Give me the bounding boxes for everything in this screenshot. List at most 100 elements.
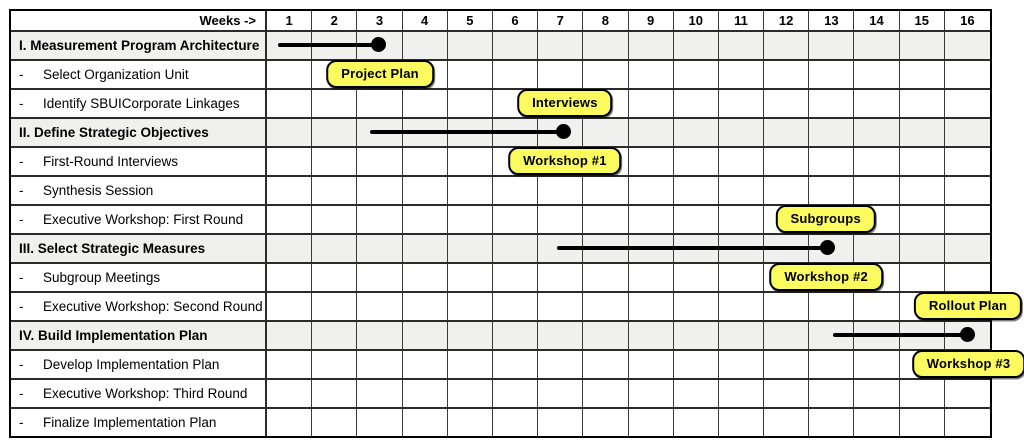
grid-cell [538, 206, 584, 233]
week-header-cell: 1 [267, 11, 313, 30]
row-label: I. Measurement Program Architecture [19, 38, 260, 53]
grid-cell [493, 322, 539, 349]
grid-cell [493, 409, 539, 436]
row-label-cell: -Select Organization Unit [11, 61, 267, 88]
week-header-cell: 13 [809, 11, 855, 30]
grid-cell [403, 90, 448, 117]
row-label: Identify SBUICorporate Linkages [43, 96, 240, 111]
task-row: -Executive Workshop: First Round [11, 204, 990, 233]
task-row: -Subgroup Meetings [11, 262, 990, 291]
grid-cell [719, 235, 765, 262]
task-row: -Select Organization Unit [11, 59, 990, 88]
grid-cell [448, 119, 493, 146]
grid-cell [357, 322, 403, 349]
grid-cell [900, 380, 945, 407]
week-header-cell: 12 [764, 11, 810, 30]
task-dash: - [19, 270, 24, 285]
grid-cell [538, 409, 584, 436]
row-label-cell: -Executive Workshop: Third Round [11, 380, 267, 407]
grid-cell [809, 235, 855, 262]
grid-cell [448, 322, 493, 349]
grid-cell [493, 206, 539, 233]
grid-cell [629, 177, 674, 204]
grid-cell [719, 293, 765, 320]
grid-cell [945, 90, 990, 117]
grid-cell [719, 148, 765, 175]
task-row: - Identify SBUICorporate Linkages [11, 88, 990, 117]
grid-cell [764, 119, 810, 146]
row-label-cell: -Executive Workshop: First Round [11, 206, 267, 233]
grid-cell [764, 409, 810, 436]
task-dash: - [19, 299, 24, 314]
grid-cell [764, 206, 810, 233]
grid-cell [629, 119, 674, 146]
grid-cell [583, 322, 629, 349]
grid-cell [583, 235, 629, 262]
grid-cell [538, 322, 584, 349]
row-label: Finalize Implementation Plan [43, 415, 217, 430]
phase-row: III. Select Strategic Measures [11, 233, 990, 262]
row-label: Synthesis Session [43, 183, 154, 198]
grid-cell [448, 293, 493, 320]
grid-cell [945, 380, 990, 407]
grid-cell [583, 61, 629, 88]
grid-cell [764, 148, 810, 175]
grid-cell [674, 409, 719, 436]
grid-cell [583, 380, 629, 407]
grid-cell [267, 119, 313, 146]
grid-cell [357, 148, 403, 175]
grid-cell [809, 148, 855, 175]
grid-cell [764, 293, 810, 320]
grid-cell [493, 380, 539, 407]
grid-cell [583, 264, 629, 291]
week-header-cell: 3 [357, 11, 403, 30]
grid-cell [945, 148, 990, 175]
grid-cell [674, 351, 719, 378]
task-dash: - [19, 357, 24, 372]
grid-cell [403, 293, 448, 320]
grid-cell [403, 322, 448, 349]
grid-cell [854, 32, 900, 59]
grid-cell [403, 235, 448, 262]
row-label-cell: - Finalize Implementation Plan [11, 409, 267, 436]
grid-cell [945, 235, 990, 262]
grid-cell [493, 264, 539, 291]
grid-cell [357, 351, 403, 378]
grid-cell [538, 90, 584, 117]
grid-cell [854, 119, 900, 146]
task-dash: - [19, 96, 24, 111]
grid-cell [267, 32, 313, 59]
grid-cell [312, 264, 358, 291]
grid-cell [493, 61, 539, 88]
grid-cell [538, 235, 584, 262]
grid-cell [900, 235, 945, 262]
grid-cell [538, 177, 584, 204]
grid-cell [674, 206, 719, 233]
grid-cell [900, 32, 945, 59]
week-header-cell: 10 [674, 11, 719, 30]
grid-cell [809, 206, 855, 233]
weeks-axis-label: Weeks -> [11, 11, 267, 30]
week-header-cell: 5 [448, 11, 493, 30]
grid-cell [719, 322, 765, 349]
task-dash: - [19, 415, 24, 430]
grid-cell [629, 351, 674, 378]
grid-cell [900, 409, 945, 436]
grid-cell [312, 380, 358, 407]
task-dash: - [19, 183, 24, 198]
grid-cell [764, 61, 810, 88]
grid-cell [583, 32, 629, 59]
grid-cell [900, 351, 945, 378]
grid-cell [583, 90, 629, 117]
grid-cell [629, 380, 674, 407]
grid-cell [629, 293, 674, 320]
grid-cell [357, 90, 403, 117]
grid-cell [900, 206, 945, 233]
grid-cell [312, 235, 358, 262]
grid-cell [854, 351, 900, 378]
grid-cell [493, 293, 539, 320]
grid-cell [357, 409, 403, 436]
task-dash: - [19, 154, 24, 169]
